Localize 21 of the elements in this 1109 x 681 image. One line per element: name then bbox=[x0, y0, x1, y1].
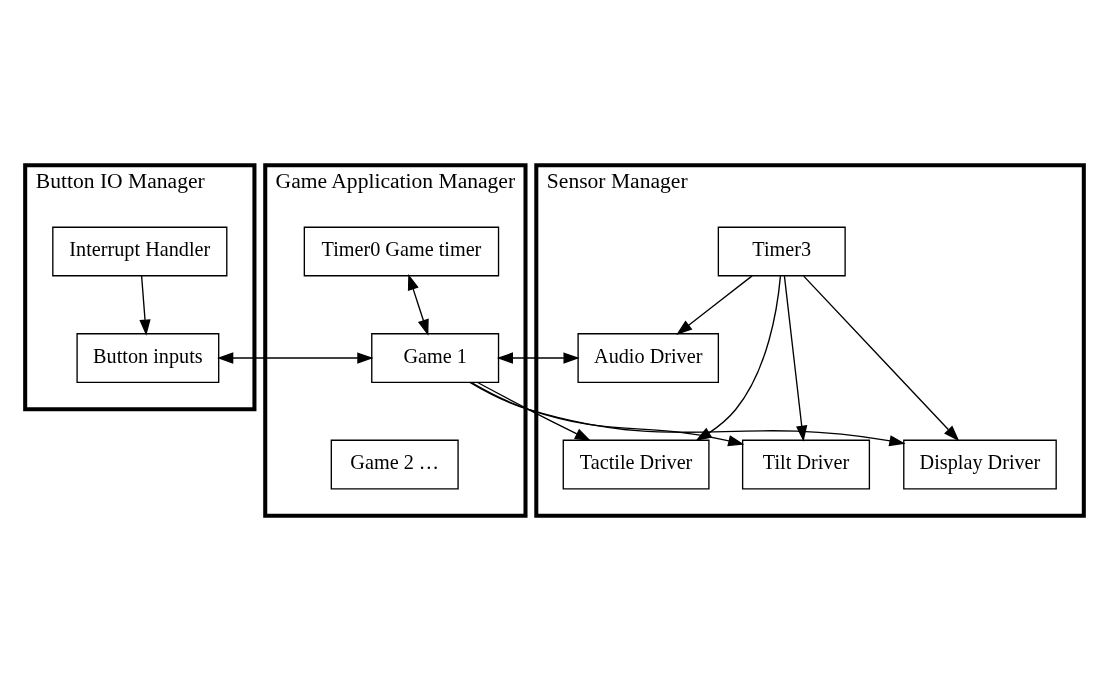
arrow bbox=[217, 352, 374, 364]
arrow bbox=[496, 352, 580, 364]
node-box: Display Driver bbox=[903, 439, 1057, 490]
node-box: Game 1 bbox=[371, 333, 500, 383]
arrow bbox=[695, 275, 782, 442]
node-box: Game 2 … bbox=[330, 439, 459, 490]
node-box: Tilt Driver bbox=[741, 439, 871, 490]
arrow bbox=[803, 275, 960, 442]
node-box: Timer3 bbox=[717, 226, 846, 277]
arrow bbox=[407, 273, 429, 336]
node-box: Timer0 Game timer bbox=[303, 226, 500, 277]
arrow bbox=[470, 381, 745, 447]
arrow bbox=[469, 381, 906, 447]
arrow bbox=[476, 381, 592, 442]
arrow bbox=[783, 275, 808, 442]
arrow bbox=[139, 275, 151, 336]
arrow bbox=[676, 275, 753, 335]
node-box: Audio Driver bbox=[577, 333, 720, 383]
node-box: Interrupt Handler bbox=[52, 226, 228, 277]
node-box: Button inputs bbox=[76, 333, 220, 383]
node-box: Tactile Driver bbox=[562, 439, 710, 490]
